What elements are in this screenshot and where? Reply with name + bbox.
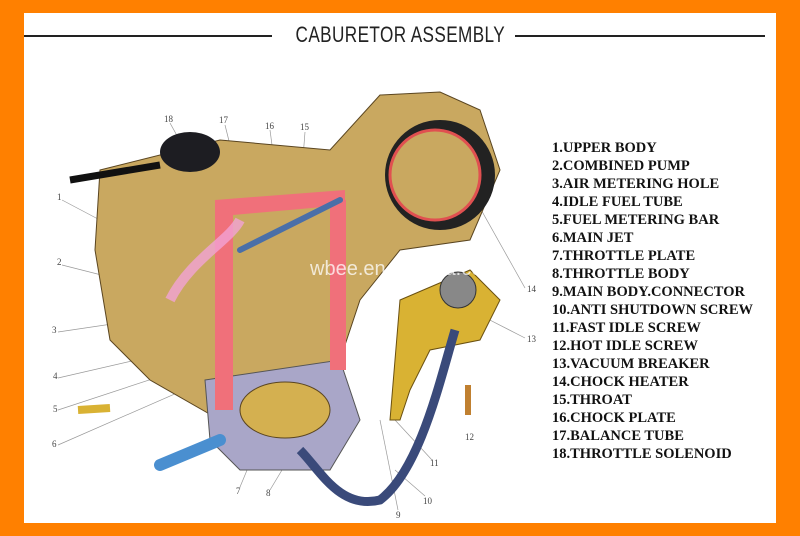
callout-17: 17 (219, 115, 228, 125)
legend-item: 9.MAIN BODY.CONNECTOR (552, 284, 745, 300)
title-rule-left (24, 35, 272, 37)
legend-item: 13.VACUUM BREAKER (552, 356, 710, 372)
callout-15: 15 (300, 122, 309, 132)
callout-2: 2 (57, 257, 62, 267)
legend-item: 17.BALANCE TUBE (552, 428, 684, 444)
callout-1: 1 (57, 192, 62, 202)
callout-18: 18 (164, 114, 173, 124)
legend-item: 8.THROTTLE BODY (552, 266, 690, 282)
balance-tube-shape (237, 197, 343, 253)
callout-12: 12 (465, 432, 474, 442)
legend-item: 10.ANTI SHUTDOWN SCREW (552, 302, 754, 318)
title-rule-right (515, 35, 765, 37)
callout-7: 7 (236, 486, 241, 496)
legend-item: 14.CHOCK HEATER (552, 374, 689, 390)
legend-item: 5.FUEL METERING BAR (552, 212, 720, 228)
legend-item: 16.CHOCK PLATE (552, 410, 676, 426)
legend-item: 2.COMBINED PUMP (552, 158, 690, 174)
callout-9: 9 (396, 510, 401, 520)
parts-legend: 1.UPPER BODY 2.COMBINED PUMP 3.AIR METER… (552, 139, 753, 463)
callout-16: 16 (265, 121, 274, 131)
legend-item: 7.THROTTLE PLATE (552, 248, 696, 264)
vacuum-hose (296, 328, 460, 507)
callout-11: 11 (430, 458, 439, 468)
callout-5: 5 (53, 404, 58, 414)
callout-8: 8 (266, 488, 271, 498)
vacuum-breaker-shape (389, 269, 501, 421)
legend-item: 3.AIR METERING HOLE (552, 176, 720, 192)
callout-10: 10 (423, 496, 432, 506)
legend-item: 6.MAIN JET (552, 230, 634, 246)
legend-item: 15.THROAT (552, 392, 632, 408)
section-cut (215, 200, 233, 410)
legend-item: 11.FAST IDLE SCREW (552, 320, 701, 336)
legend-item: 4.IDLE FUEL TUBE (552, 194, 683, 210)
callout-14: 14 (527, 284, 536, 294)
legend-item: 18.THROTTLE SOLENOID (552, 446, 732, 462)
callout-13: 13 (527, 334, 536, 344)
callout-6: 6 (52, 439, 57, 449)
throttle-plate-shape (239, 381, 331, 439)
callout-4: 4 (53, 371, 58, 381)
legend-item: 12.HOT IDLE SCREW (552, 338, 698, 354)
callout-3: 3 (52, 325, 57, 335)
fuel-inlet (154, 434, 226, 471)
watermark: wbee.en.alibaba.com (310, 258, 500, 280)
throttle-solenoid-shape (160, 132, 220, 172)
legend-item: 1.UPPER BODY (552, 140, 657, 156)
diagram-title: CABURETOR ASSEMBLY (293, 22, 507, 48)
pink-fuel-path (165, 217, 245, 303)
